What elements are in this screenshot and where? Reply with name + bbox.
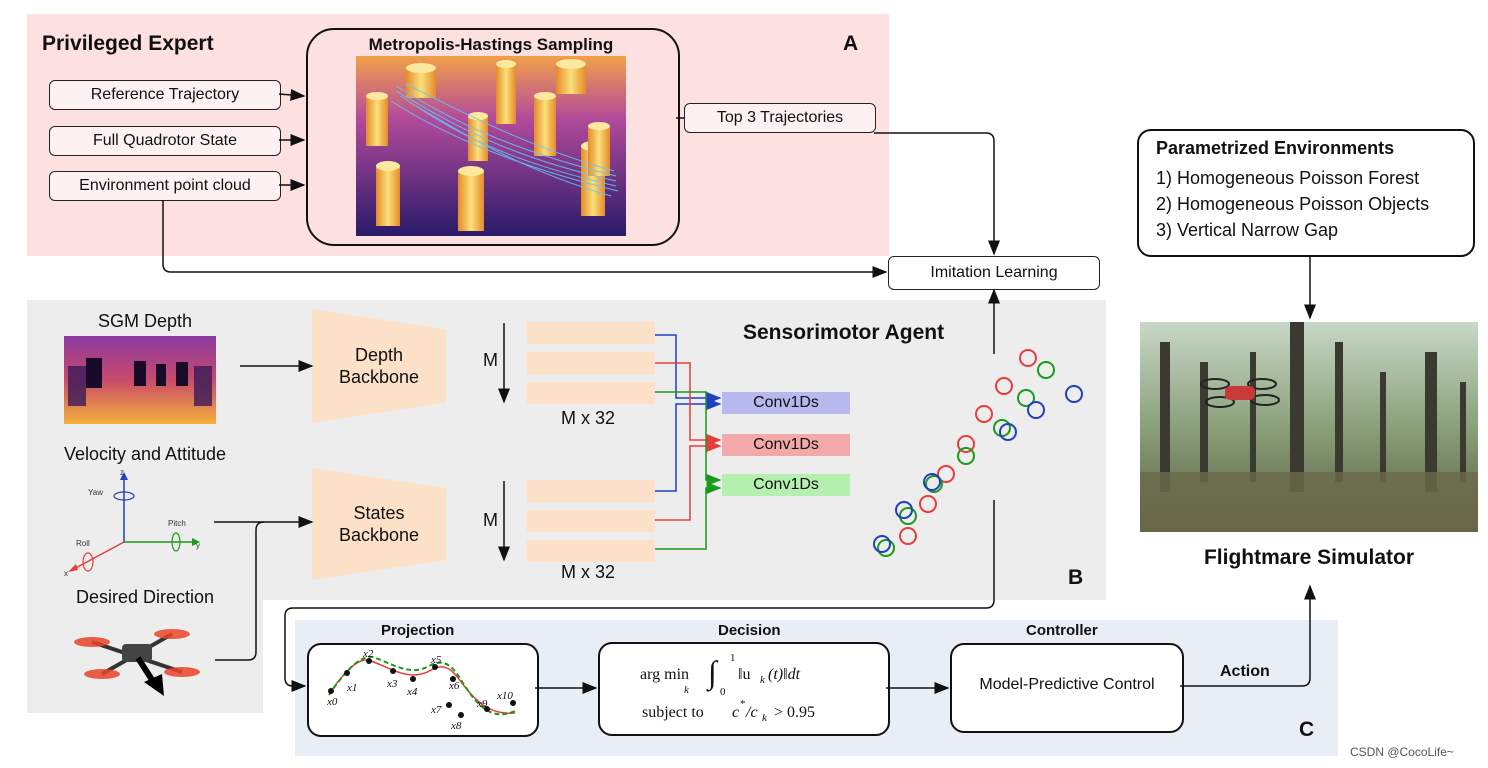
integrand-subscript: k	[760, 674, 765, 686]
integral-lower: 0	[720, 686, 726, 698]
velocity-attitude-label: Velocity and Attitude	[63, 444, 227, 464]
conv1d-green-label: Conv1Ds	[753, 476, 819, 493]
constraint-slash: /c	[746, 704, 758, 721]
decision-title: Decision	[718, 622, 781, 639]
projection-point-label: x10	[496, 690, 513, 702]
top3-trajectories-box: Top 3 Trajectories	[684, 103, 876, 133]
projection-point-label: x1	[346, 682, 357, 694]
state-feature-row	[527, 540, 655, 562]
param-env-item: 2) Homogeneous Poisson Objects	[1156, 194, 1430, 214]
parametrized-environments-title: Parametrized Environments	[1156, 138, 1395, 158]
mpc-label: Model-Predictive Control	[979, 676, 1155, 693]
projection-point-label: x4	[406, 686, 418, 698]
watermark: CSDN @CocoLife~	[1350, 745, 1454, 759]
conv1d-blue: Conv1Ds	[722, 392, 850, 414]
depth-feature-row	[527, 382, 655, 404]
mh-sampling-image	[356, 56, 626, 236]
controller-box	[950, 643, 1184, 733]
conv1d-red-label: Conv1Ds	[753, 436, 819, 453]
sensorimotor-agent-title: Sensorimotor Agent	[743, 321, 945, 344]
projection-point-label: x9	[476, 698, 488, 710]
environment-point-cloud-box: Environment point cloud	[49, 171, 281, 201]
constraint-c: c	[732, 704, 740, 721]
projection-point-label: x0	[326, 696, 338, 708]
constraint-star: *	[740, 698, 746, 710]
flightmare-forest-image	[1140, 322, 1478, 532]
flightmare-simulator-title: Flightmare Simulator	[1203, 546, 1415, 569]
green-link-states	[655, 482, 722, 550]
state-feature-row	[527, 510, 655, 532]
privileged-expert-title: Privileged Expert	[42, 32, 214, 55]
arrow-action-to-simulator	[1180, 584, 1316, 687]
state-feature-row	[527, 480, 655, 502]
depth-backbone: Depth Backbone	[312, 309, 446, 423]
integrand-text: ‖u	[738, 666, 751, 683]
projection-point-label: x5	[430, 654, 442, 666]
arrow-top3-to-imitation	[874, 132, 1000, 256]
decision-box	[598, 642, 890, 736]
green-link-depth	[655, 391, 722, 486]
states-m-label: M	[483, 510, 498, 530]
axes-diagram: z Yaw Pitch y Roll x	[64, 468, 200, 578]
axis-yaw-label: Yaw	[88, 488, 103, 497]
action-label: Action	[1220, 663, 1270, 680]
projection-title: Projection	[381, 622, 455, 639]
region-a-tag: A	[843, 32, 859, 55]
sgm-depth-image	[64, 336, 216, 424]
param-env-item: 3) Vertical Narrow Gap	[1156, 220, 1339, 240]
integral-sign: ∫	[708, 654, 717, 690]
connector-direction-to-states	[215, 521, 265, 661]
drone-image	[74, 629, 200, 696]
argmin-text: arg min	[640, 666, 690, 683]
projection-point-label: x8	[450, 720, 462, 732]
projection-point-label: x3	[386, 678, 398, 690]
axis-y-label: y	[196, 541, 200, 550]
predicted-trajectories-image	[873, 349, 1083, 557]
full-quadrotor-state-box: Full Quadrotor State	[49, 126, 281, 156]
conv1d-green: Conv1Ds	[722, 474, 850, 496]
blue-link-states	[655, 398, 722, 492]
reference-trajectory-box: Reference Trajectory	[49, 80, 281, 110]
arrow-ref-to-mh	[278, 88, 306, 101]
arrow-cloud-to-imitation	[162, 200, 888, 278]
constraint-subscript: k	[762, 712, 767, 724]
mh-sampling-title: Metropolis-Hastings Sampling	[368, 35, 614, 54]
param-env-item: 1) Homogeneous Poisson Forest	[1156, 168, 1420, 188]
axis-x-label: x	[64, 569, 68, 578]
projection-point-label: x2	[362, 648, 374, 660]
arrow-agent-to-projection	[284, 500, 995, 692]
integral-upper: 1	[730, 652, 736, 664]
argmin-subscript: k	[684, 684, 689, 696]
blue-link-depth	[655, 334, 722, 404]
subject-to-text: subject to	[642, 704, 704, 721]
projection-curve: x0 x1 x2 x3 x4 x5 x6 x7 x8 x9 x10	[326, 648, 516, 732]
sgm-depth-label: SGM Depth	[97, 311, 193, 331]
depth-feature-row	[527, 352, 655, 374]
region-c-tag: C	[1299, 718, 1315, 741]
states-backbone: States Backbone	[312, 468, 446, 580]
depth-backbone-label: Depth Backbone	[338, 345, 420, 387]
parametrized-environments-panel	[1137, 129, 1475, 257]
red-link-states	[655, 440, 722, 521]
constraint-tail: > 0.95	[774, 704, 816, 721]
region-b-tag: B	[1068, 566, 1084, 589]
states-backbone-label: States Backbone	[338, 503, 420, 545]
axis-pitch-label: Pitch	[168, 519, 186, 528]
states-mx32-label: M x 32	[561, 562, 616, 582]
depth-mx32-label: M x 32	[561, 408, 616, 428]
depth-feature-row	[527, 322, 655, 344]
projection-box	[307, 643, 539, 737]
conv1d-blue-label: Conv1Ds	[753, 394, 819, 411]
integrand-tail: (t)‖dt	[768, 666, 801, 683]
red-link-depth	[655, 362, 722, 446]
conv1d-red: Conv1Ds	[722, 434, 850, 456]
depth-m-label: M	[483, 350, 498, 370]
axis-roll-label: Roll	[76, 539, 90, 548]
axis-z-label: z	[120, 468, 124, 477]
projection-point-label: x6	[448, 680, 460, 692]
projection-point-label: x7	[430, 704, 442, 716]
desired-direction-label: Desired Direction	[75, 587, 215, 607]
controller-title: Controller	[1026, 622, 1098, 639]
